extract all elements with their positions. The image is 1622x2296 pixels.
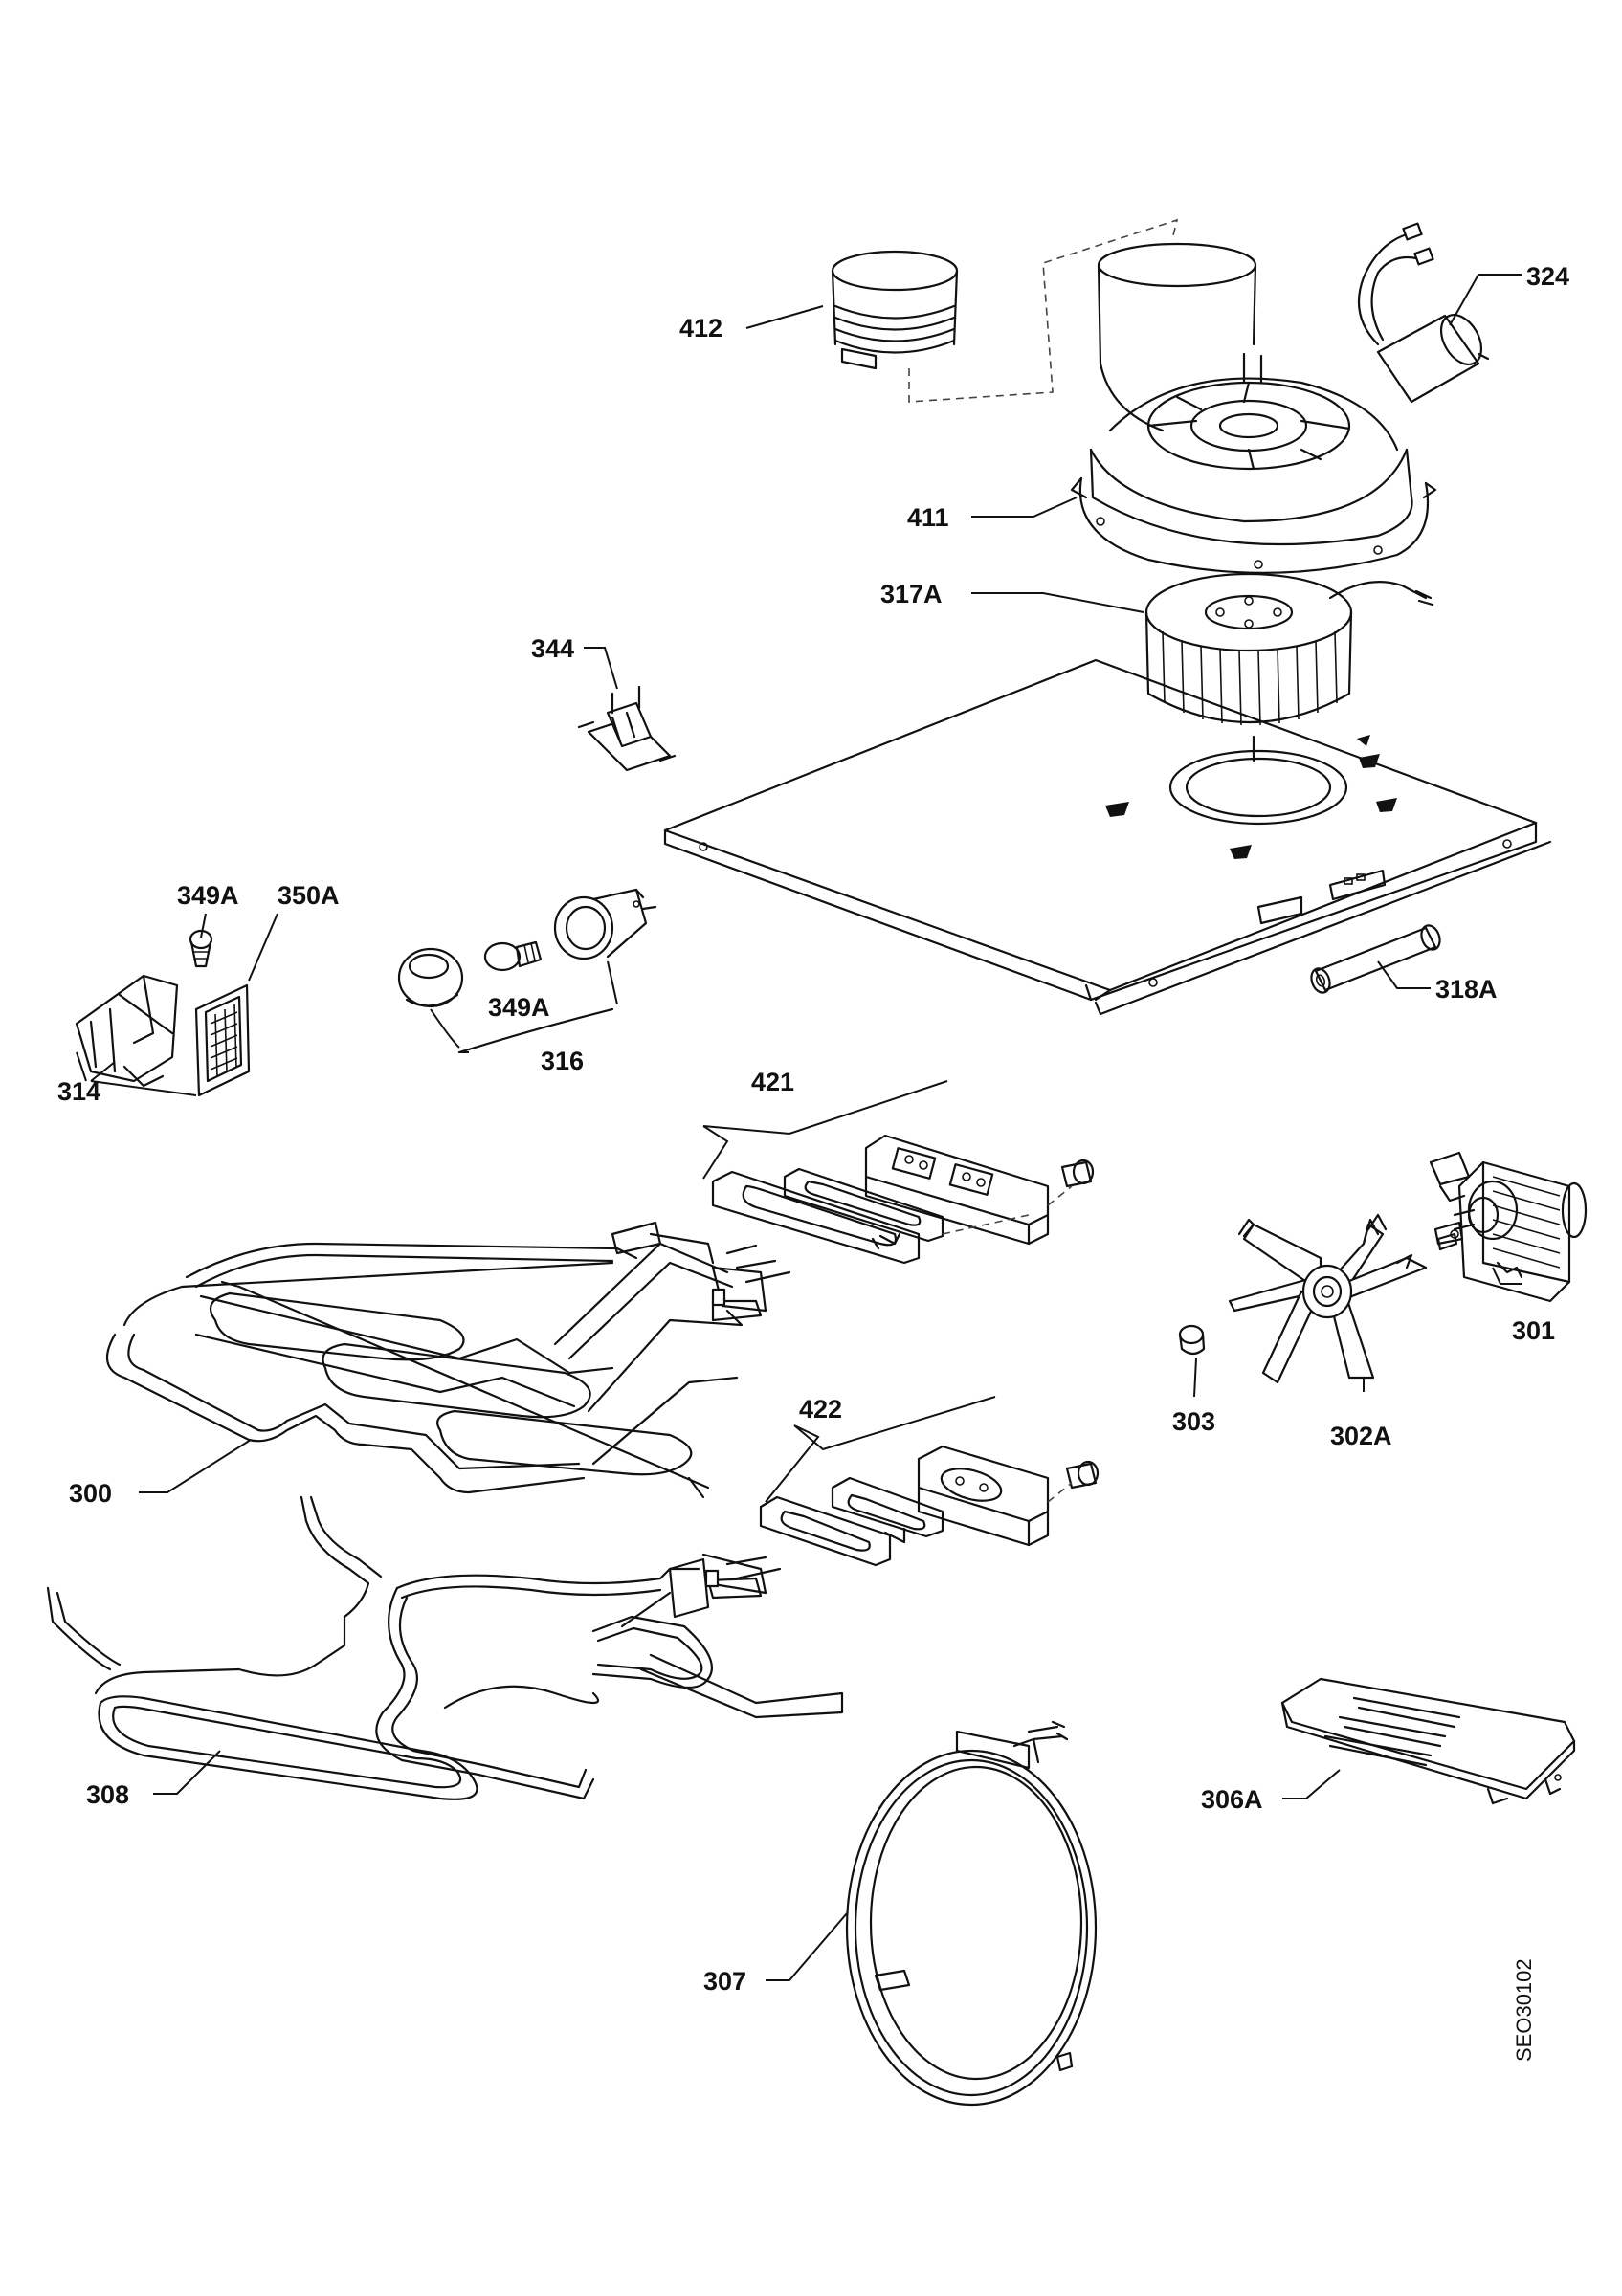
part-349A-small-bulb bbox=[189, 929, 213, 968]
part-306A-cover-plate bbox=[1280, 1677, 1576, 1805]
part-300-grill-element bbox=[105, 1221, 791, 1499]
part-307-circular-element bbox=[845, 1720, 1098, 2107]
label-301: 301 bbox=[1512, 1316, 1555, 1345]
part-324-capacitor bbox=[1357, 222, 1490, 404]
dashed-assembly-line bbox=[908, 218, 1179, 403]
label-349A-upper: 349A bbox=[177, 881, 239, 910]
label-324: 324 bbox=[1526, 262, 1569, 291]
label-344: 344 bbox=[531, 634, 574, 663]
label-411: 411 bbox=[907, 503, 949, 532]
part-412-collar-ring bbox=[831, 250, 959, 370]
label-300: 300 bbox=[69, 1479, 112, 1508]
part-302A-fan-blade bbox=[1228, 1213, 1428, 1384]
part-318A-bushing bbox=[1310, 924, 1441, 994]
part-344-thermal-switch bbox=[577, 685, 677, 772]
label-422: 422 bbox=[799, 1395, 842, 1424]
part-421-connector-block-upper bbox=[711, 1134, 1095, 1265]
label-306A: 306A bbox=[1201, 1785, 1263, 1814]
part-316-lamp-assembly bbox=[397, 947, 464, 1008]
bracket-316 bbox=[457, 1007, 614, 1054]
part-349A-oven-bulb bbox=[483, 940, 543, 972]
label-317A: 317A bbox=[880, 580, 943, 608]
label-314: 314 bbox=[57, 1077, 100, 1106]
part-422-connector-block-lower bbox=[759, 1445, 1100, 1567]
part-cavity-top-plate bbox=[663, 658, 1552, 1016]
label-308: 308 bbox=[86, 1780, 129, 1809]
label-412: 412 bbox=[679, 314, 722, 342]
label-316: 316 bbox=[541, 1047, 584, 1075]
label-421: 421 bbox=[751, 1068, 794, 1096]
leader-lines bbox=[76, 274, 1522, 1981]
part-314-lamp-holder bbox=[75, 974, 179, 1088]
label-302A: 302A bbox=[1330, 1422, 1392, 1450]
part-317A-fan-motor bbox=[1144, 572, 1434, 726]
part-lamp-socket bbox=[553, 888, 657, 960]
label-350A: 350A bbox=[278, 881, 340, 910]
callout-labels: 412 324 411 317A 344 349A 350A 349A 316 … bbox=[57, 262, 1569, 2062]
part-350A-lamp-cover bbox=[194, 983, 251, 1097]
part-301-fan-motor bbox=[1429, 1151, 1588, 1303]
part-303-nut bbox=[1178, 1324, 1206, 1356]
part-411-fan-housing bbox=[1070, 242, 1437, 574]
drawing-code: SEO30102 bbox=[1512, 1958, 1536, 2062]
label-318A: 318A bbox=[1435, 975, 1498, 1004]
label-349A-lower: 349A bbox=[488, 993, 550, 1022]
label-303: 303 bbox=[1172, 1407, 1215, 1436]
part-308-lower-element bbox=[46, 1495, 844, 1800]
label-307: 307 bbox=[703, 1967, 746, 1996]
